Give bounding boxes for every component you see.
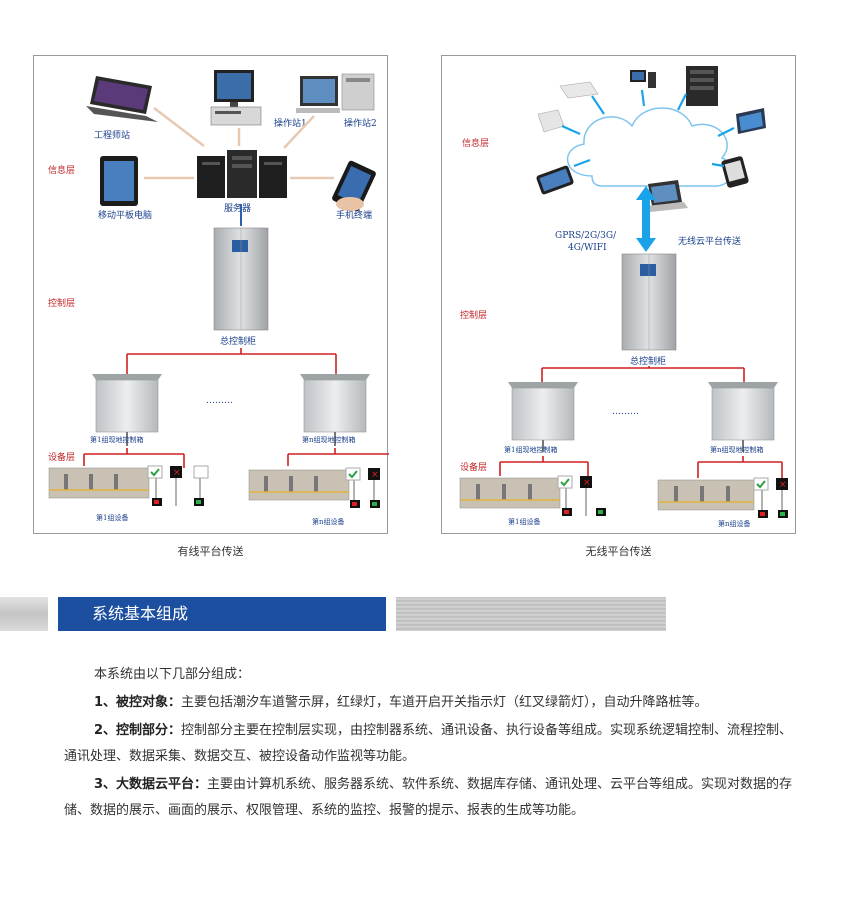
item-text: 主要包括潮汐车道警示屏，红绿灯，车道开启开关指示灯（红叉绿箭灯），自动升降路桩等… xyxy=(181,695,708,710)
main-cabinet-icon xyxy=(213,227,269,331)
nas-icon xyxy=(537,109,565,133)
groupn-label: 第n组设备 xyxy=(718,519,751,528)
box1-label: 第1组现地控制箱 xyxy=(90,435,143,444)
groupn-bollards-icon xyxy=(657,479,755,511)
server-rack-icon xyxy=(686,66,718,106)
engineer-station-label: 工程师站 xyxy=(94,129,130,141)
intro-text: 本系统由以下几部分组成： xyxy=(94,667,251,682)
wired-diagram: 工程师站 操作站1 操作站2 信息层 移动平板电脑 xyxy=(48,70,389,526)
middle-dots: ……… xyxy=(612,407,639,417)
boxn-icon xyxy=(300,374,370,446)
tablet-label: 移动平板电脑 xyxy=(98,209,152,221)
network-links xyxy=(144,107,334,180)
svg-text:×: × xyxy=(371,470,379,480)
wireless-cloud-label: 无线云平台传送 xyxy=(678,235,741,247)
main-cabinet-icon xyxy=(621,253,677,351)
section-banner-left-decoration xyxy=(0,597,48,631)
box1-icon xyxy=(508,382,578,452)
wired-caption: 有线平台传送 xyxy=(177,545,244,558)
item-label: 2、控制部分： xyxy=(94,723,182,738)
smartphone-icon xyxy=(721,156,749,188)
groupn-signals-icon: × xyxy=(345,467,380,508)
wireless-diagram-panel: 信息层 GPRS/2G/3G/ 4G/WIFI 无线云平台传送 控制层 总控制柜 xyxy=(441,55,796,534)
boxn-label: 第n组现地控制箱 xyxy=(302,435,356,444)
cloud-links xyxy=(561,89,735,168)
middle-dots: ……… xyxy=(206,396,233,406)
item-controlled-objects: 1、被控对象：主要包括潮汐车道警示屏，红绿灯，车道开启开关指示灯（红叉绿箭灯），… xyxy=(64,690,799,716)
item-control-section: 2、控制部分：控制部分主要在控制层实现，由控制器系统、通讯设备、执行设备等组成。… xyxy=(64,718,799,770)
cloud-phone-icon xyxy=(536,165,574,195)
station1-computer-icon xyxy=(210,70,262,126)
item-big-data-cloud: 3、大数据云平台：主要由计算机系统、服务器系统、软件系统、数据库存储、通讯处理、… xyxy=(64,772,799,824)
tablet-icon xyxy=(100,156,138,206)
phone-terminal-icon xyxy=(332,160,376,212)
station1-label: 操作站1 xyxy=(274,117,307,129)
svg-text:×: × xyxy=(779,480,787,490)
wireless-diagram: 信息层 GPRS/2G/3G/ 4G/WIFI 无线云平台传送 控制层 总控制柜 xyxy=(459,66,788,528)
device-layer-label: 设备层 xyxy=(48,451,75,463)
box1-icon xyxy=(92,374,162,446)
control-layer-label: 控制层 xyxy=(48,297,75,309)
group1-signals-icon: × xyxy=(557,475,606,516)
monitor-icon xyxy=(736,108,766,134)
server-icon xyxy=(197,150,287,198)
group1-bollards-icon xyxy=(459,477,561,509)
cabinet-wiring xyxy=(126,348,337,374)
main-cabinet-label: 总控制柜 xyxy=(630,355,666,367)
info-layer-label: 信息层 xyxy=(462,137,489,149)
section-banner-right-decoration xyxy=(396,597,666,631)
wireless-caption: 无线平台传送 xyxy=(585,545,652,558)
group1-bollards-icon xyxy=(48,467,150,499)
group1-label: 第1组设备 xyxy=(508,517,540,526)
cloud-icon xyxy=(567,107,734,187)
engineer-laptop-icon xyxy=(86,76,158,122)
device-layer-label: 设备层 xyxy=(460,461,487,473)
control-layer-label: 控制层 xyxy=(460,309,487,321)
device-wiring xyxy=(83,448,389,468)
item-label: 3、大数据云平台： xyxy=(94,777,208,792)
item-text: 主要由计算机系统、服务器系统、软件系统、数据库存储、通讯处理、云平台等组成。实现… xyxy=(64,777,793,818)
phone-label: 手机终端 xyxy=(336,209,372,221)
desktop-icon xyxy=(630,70,656,88)
item-label: 1、被控对象： xyxy=(94,695,182,710)
server-label: 服务器 xyxy=(224,202,251,214)
section-title: 系统基本组成 xyxy=(58,597,386,631)
station2-computer-icon xyxy=(296,73,375,113)
main-cabinet-label: 总控制柜 xyxy=(220,335,256,347)
cabinet-wiring xyxy=(541,366,745,382)
device-wiring xyxy=(499,456,783,478)
groupn-bollards-icon xyxy=(248,469,350,501)
boxn-icon xyxy=(708,382,778,452)
gprs-label-line1: GPRS/2G/3G/ xyxy=(555,231,617,241)
groupn-signals-icon: × xyxy=(753,477,788,518)
boxn-label: 第n组现地控制箱 xyxy=(710,445,764,454)
composition-description: 本系统由以下几部分组成： 1、被控对象：主要包括潮汐车道警示屏，红绿灯，车道开启… xyxy=(64,662,799,826)
info-layer-label: 信息层 xyxy=(48,164,75,176)
wireless-transfer-arrow xyxy=(636,186,656,252)
item-text: 控制部分主要在控制层实现，由控制器系统、通讯设备、执行设备等组成。实现系统逻辑控… xyxy=(64,723,793,764)
router-icon xyxy=(559,81,599,99)
svg-text:×: × xyxy=(583,478,591,488)
groupn-label: 第n组设备 xyxy=(312,517,345,526)
wired-diagram-panel: 工程师站 操作站1 操作站2 信息层 移动平板电脑 xyxy=(33,55,389,534)
svg-text:×: × xyxy=(173,468,181,478)
group1-signals-icon: × xyxy=(147,465,209,506)
box1-label: 第1组现地控制箱 xyxy=(504,445,557,454)
cloud-laptop-icon xyxy=(646,180,688,212)
station2-label: 操作站2 xyxy=(344,117,377,129)
gprs-label-line2: 4G/WIFI xyxy=(568,243,607,253)
group1-label: 第1组设备 xyxy=(96,513,128,522)
